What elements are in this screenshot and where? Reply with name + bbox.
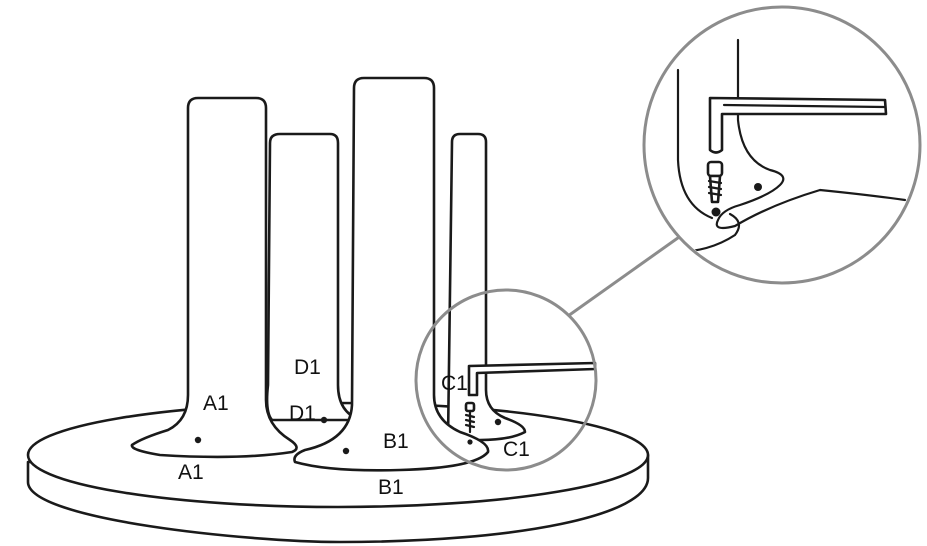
label-a1-lower: A1 bbox=[178, 461, 204, 484]
callout-circle-large bbox=[642, 5, 922, 285]
callout-circle-small bbox=[414, 288, 598, 472]
screw-icon bbox=[464, 401, 476, 434]
allen-key-small bbox=[467, 361, 597, 397]
label-d1-upper: D1 bbox=[294, 356, 321, 379]
leg-c bbox=[446, 132, 527, 442]
label-c1-right: C1 bbox=[503, 438, 530, 461]
leg-b-body bbox=[293, 76, 490, 472]
label-b1-lower: B1 bbox=[378, 476, 404, 499]
callout-connector bbox=[567, 233, 683, 318]
zoom-leg-left-edge bbox=[676, 68, 714, 220]
label-c1-left: C1 bbox=[441, 372, 468, 395]
zoom-allen-key bbox=[708, 96, 888, 154]
label-b1-upper: B1 bbox=[383, 430, 409, 453]
zoom-leg-right-edge bbox=[715, 38, 907, 230]
zoom-screw-hole bbox=[754, 183, 762, 191]
leg-c-body bbox=[446, 132, 527, 442]
base-disc bbox=[26, 401, 650, 544]
zoom-screw-hole-lower bbox=[711, 207, 721, 217]
zoom-detail bbox=[642, 5, 922, 285]
zoom-screw-head bbox=[706, 160, 724, 178]
label-a1-upper: A1 bbox=[203, 392, 229, 415]
leg-a-body bbox=[130, 96, 298, 459]
leg-d-screw-hole bbox=[320, 416, 328, 424]
leg-b bbox=[293, 76, 490, 472]
leg-b-screw-hole bbox=[342, 447, 350, 455]
leg-b-screw-hole-side bbox=[467, 439, 473, 445]
label-d1-lower: D1 bbox=[289, 402, 316, 425]
screw-head-small bbox=[464, 401, 476, 413]
leg-c-screw-hole bbox=[494, 418, 502, 426]
allen-key-icon bbox=[467, 361, 597, 397]
leg-a-screw-hole bbox=[194, 436, 202, 444]
leg-a bbox=[130, 96, 298, 459]
leg-d bbox=[265, 132, 362, 424]
